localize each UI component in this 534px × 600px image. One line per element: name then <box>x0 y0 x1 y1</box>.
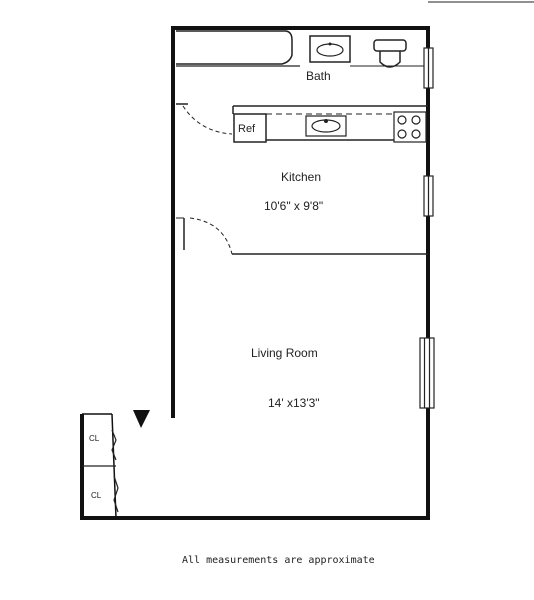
entry-arrow-icon <box>133 410 150 428</box>
bath-area: Bath <box>176 30 428 83</box>
refrigerator: Ref <box>233 113 267 143</box>
refrigerator-label: Ref <box>238 123 256 135</box>
toilet <box>373 39 407 68</box>
closet-lower-label: CL <box>91 491 102 500</box>
bath-sink <box>309 35 351 63</box>
bath-label: Bath <box>306 69 331 83</box>
window-living <box>419 337 435 409</box>
window-kitchen <box>423 175 434 217</box>
stove <box>393 111 427 143</box>
kitchen-dimensions: 10'6" x 9'8" <box>264 199 323 213</box>
closet-upper-label: CL <box>89 434 100 443</box>
kitchen-counter <box>232 105 428 141</box>
living-room-dimensions: 14' x13'3" <box>268 396 320 410</box>
measurement-note: All measurements are approximate <box>182 555 375 566</box>
closets <box>82 429 119 513</box>
bath-door <box>176 103 233 135</box>
exterior-walls <box>80 26 430 520</box>
kitchen-sink <box>305 115 347 137</box>
bathtub <box>176 30 293 65</box>
kitchen-label: Kitchen <box>281 170 321 184</box>
kitchen-living-partition <box>176 217 428 255</box>
living-room-label: Living Room <box>251 346 318 360</box>
window-bath <box>423 47 434 89</box>
